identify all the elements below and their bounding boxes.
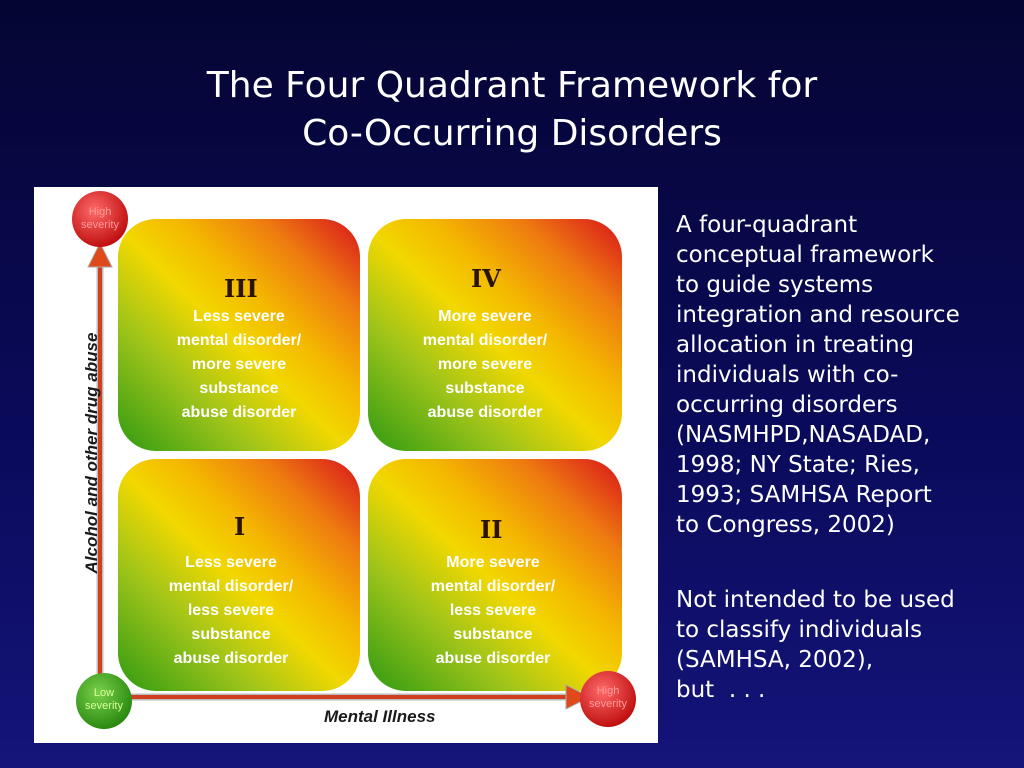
top-severity-line-2: severity	[81, 219, 119, 231]
quadrant-IV-line: abuse disorder	[427, 404, 543, 421]
x-axis-label: Mental Illness	[324, 707, 436, 726]
high-severity-top-circle	[72, 191, 128, 247]
quadrant-III-line: mental disorder/	[176, 332, 302, 349]
quadrant-III-line: abuse disorder	[181, 404, 297, 421]
diagram-graphics	[72, 191, 636, 729]
y-axis-label: Alcohol and other drug abuse	[82, 332, 101, 574]
title-line-2: Co-Occurring Disorders	[302, 113, 722, 154]
right-severity-label: High severity	[586, 685, 630, 711]
high-severity-right-circle	[580, 671, 636, 727]
quadrant-IV-line: mental disorder/	[422, 332, 548, 349]
quadrant-II-text: More severe mental disorder/ less severe…	[410, 551, 576, 671]
caveat-paragraph: Not intended to be used to classify indi…	[676, 585, 955, 705]
quadrant-IV-shape	[368, 219, 622, 451]
quadrant-II-line: less severe	[449, 602, 537, 619]
right-severity-line-1: High	[596, 685, 620, 697]
quadrant-I-text: Less severe mental disorder/ less severe…	[148, 551, 314, 671]
y-axis-arrowhead	[87, 241, 113, 268]
quadrant-III-shape	[118, 219, 360, 451]
quadrant-II-line: substance	[453, 626, 533, 643]
quadrant-III-line: more severe	[191, 356, 287, 373]
quadrant-shapes	[118, 219, 622, 691]
caveat-line: to classify individuals	[676, 617, 923, 643]
description-line: occurring disorders	[676, 392, 898, 418]
origin-severity-line-2: severity	[85, 700, 123, 712]
top-severity-label: High severity	[80, 206, 120, 232]
description-line: to guide systems	[676, 272, 874, 298]
quadrant-I-line: mental disorder/	[168, 578, 294, 595]
description-line: 1993; SAMHSA Report	[676, 482, 932, 508]
top-severity-line-1: High	[88, 206, 112, 218]
quadrant-III-numeral: III	[224, 274, 258, 303]
description-line: conceptual framework	[676, 242, 934, 268]
description-line: A four-quadrant	[676, 212, 858, 238]
slide-title: The Four Quadrant Framework for Co-Occur…	[0, 62, 1024, 158]
quadrant-IV-line: more severe	[437, 356, 533, 373]
description-line: to Congress, 2002)	[676, 512, 895, 538]
quadrant-III-line: Less severe	[193, 308, 285, 325]
quadrant-IV-line: substance	[445, 380, 525, 397]
quadrant-I-numeral: I	[234, 512, 246, 541]
caveat-line: Not intended to be used	[676, 587, 955, 613]
quadrant-II-line: mental disorder/	[430, 578, 556, 595]
caveat-line: (SAMHSA, 2002),	[676, 647, 874, 673]
quadrant-II-numeral: II	[480, 515, 503, 544]
x-axis-arrowhead	[565, 684, 592, 710]
title-line-1: The Four Quadrant Framework for	[206, 65, 818, 106]
quadrant-III-text: Less severe mental disorder/ more severe…	[156, 305, 322, 425]
four-quadrant-diagram: High severity Low severity High severity…	[34, 187, 658, 743]
quadrant-IV-text: More severe mental disorder/ more severe…	[402, 305, 568, 425]
description-line: individuals with co-	[676, 362, 899, 388]
quadrant-I-line: substance	[191, 626, 271, 643]
description-paragraph: A four-quadrant conceptual framework to …	[676, 210, 960, 540]
quadrant-II-shape	[368, 459, 622, 691]
description-line: 1998; NY State; Ries,	[676, 452, 920, 478]
quadrant-II-line: More severe	[446, 554, 540, 571]
description-line: (NASMHPD,NASADAD,	[676, 422, 931, 448]
quadrant-I-line: less severe	[187, 602, 275, 619]
origin-severity-label: Low severity	[82, 687, 126, 713]
quadrant-I-line: Less severe	[185, 554, 277, 571]
quadrant-II-line: abuse disorder	[435, 650, 551, 667]
right-severity-line-2: severity	[589, 698, 627, 710]
quadrant-IV-line: More severe	[438, 308, 532, 325]
description-line: allocation in treating	[676, 332, 915, 358]
origin-severity-line-1: Low	[93, 687, 115, 699]
caveat-line: but . . .	[676, 677, 766, 703]
description-line: integration and resource	[676, 302, 960, 328]
low-severity-circle	[76, 673, 132, 729]
quadrant-I-shape	[118, 459, 360, 691]
quadrant-IV-numeral: IV	[471, 264, 501, 293]
quadrant-I-line: abuse disorder	[173, 650, 289, 667]
quadrant-III-line: substance	[199, 380, 279, 397]
